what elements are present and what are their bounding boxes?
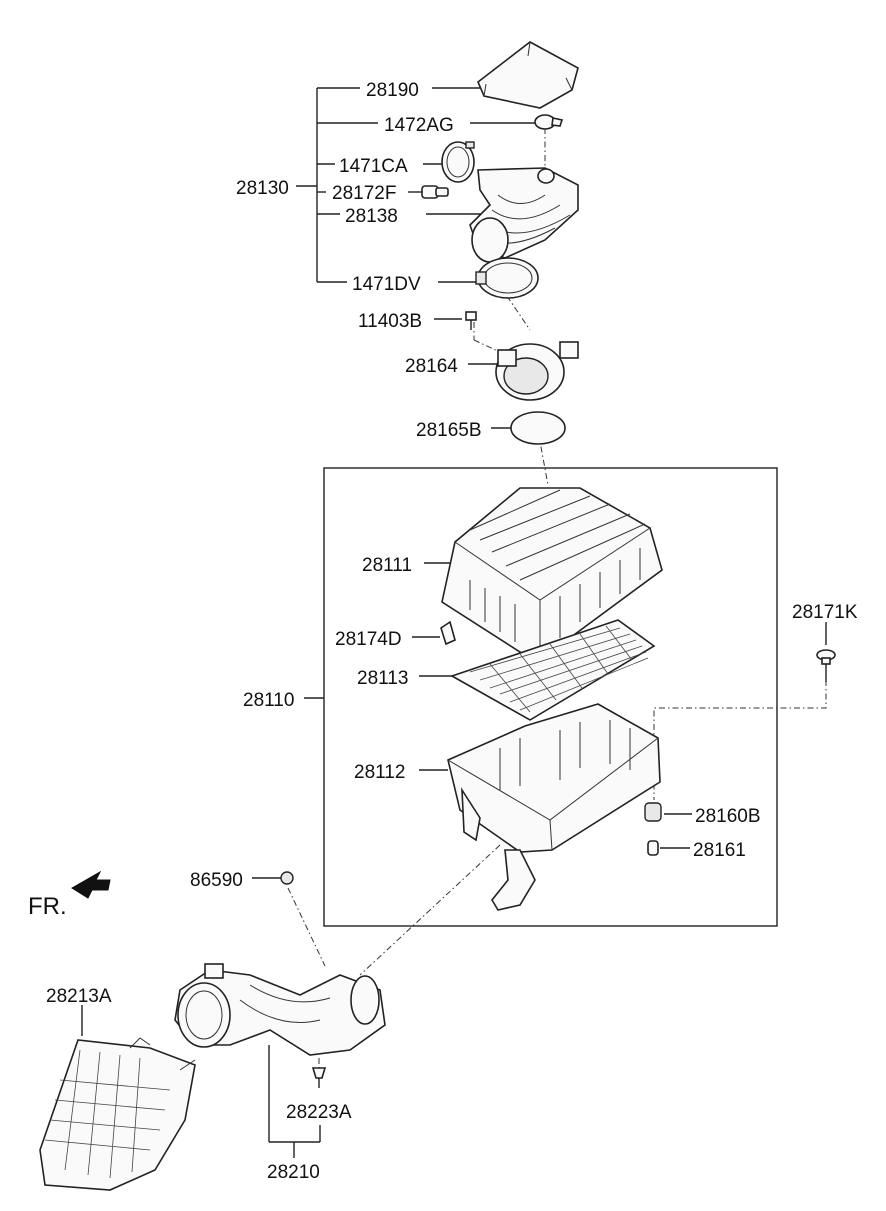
label-28172F: 28172F	[332, 183, 396, 204]
label-28190: 28190	[366, 80, 419, 101]
label-1471CA: 1471CA	[339, 156, 408, 177]
label-28111: 28111	[362, 555, 412, 576]
label-28213A: 28213A	[46, 986, 112, 1007]
part-28112-lower-housing	[447, 703, 661, 911]
label-28174D: 28174D	[335, 629, 402, 650]
label-28112: 28112	[354, 762, 405, 783]
leader-lines	[81, 87, 827, 1158]
label-28113: 28113	[357, 668, 408, 689]
part-28174D-clip	[440, 620, 456, 646]
label-28223A: 28223A	[286, 1102, 352, 1123]
part-28171K-bolt	[816, 649, 836, 682]
part-86590-clip	[280, 871, 294, 885]
callout-labels: 28190 1472AG 1471CA 28130 28172F 28138 1…	[28, 80, 858, 1183]
part-1471DV-clamp	[475, 257, 539, 299]
part-28160B-grommet	[644, 802, 662, 822]
label-28160B: 28160B	[695, 806, 761, 827]
label-28130: 28130	[236, 178, 289, 199]
label-1471DV: 1471DV	[352, 274, 421, 295]
label-28171K: 28171K	[792, 602, 858, 623]
part-28190-cover	[477, 41, 579, 109]
part-28213A-guide	[39, 1037, 196, 1191]
front-direction-arrow-icon	[71, 870, 111, 899]
part-28113-filter	[450, 619, 656, 721]
part-28138-hose	[469, 167, 579, 263]
part-28161-pin	[647, 840, 659, 856]
label-86590: 86590	[190, 870, 243, 891]
part-28164-sensor	[495, 341, 579, 401]
label-28161: 28161	[693, 840, 746, 861]
alignment-lines	[287, 128, 827, 1068]
label-28165B: 28165B	[416, 420, 482, 441]
label-28210: 28210	[267, 1162, 320, 1183]
assembly-28110-box	[323, 467, 778, 927]
part-1472AG-cap	[534, 114, 564, 130]
label-28164: 28164	[405, 356, 458, 377]
label-28138: 28138	[345, 206, 398, 227]
part-28223A-clip	[311, 1067, 327, 1088]
part-28210-duct	[174, 963, 386, 1056]
label-28110: 28110	[243, 690, 294, 711]
part-28165B-ring	[510, 411, 566, 445]
part-28172F-fitting	[421, 185, 449, 199]
label-1472AG: 1472AG	[384, 115, 454, 136]
front-direction-label: FR.	[28, 893, 67, 920]
part-11403B-screw	[465, 311, 477, 330]
part-1471CA-clamp	[441, 141, 475, 183]
label-11403B: 11403B	[358, 311, 422, 332]
